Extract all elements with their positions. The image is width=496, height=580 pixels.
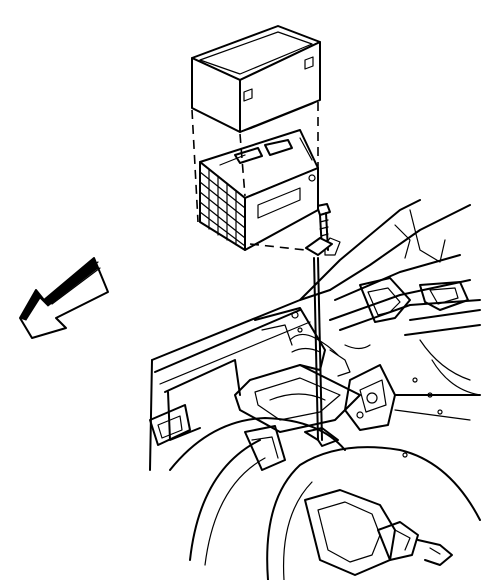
battery-icon <box>199 129 319 251</box>
engine-compartment-icon <box>149 199 481 580</box>
retaining-bolt-icon <box>305 203 333 256</box>
hold-down-rod-icon <box>304 237 341 447</box>
battery-cover-icon <box>191 25 321 133</box>
exploded-view-guide-lines <box>191 102 319 251</box>
front-direction-arrow-icon <box>19 257 109 339</box>
